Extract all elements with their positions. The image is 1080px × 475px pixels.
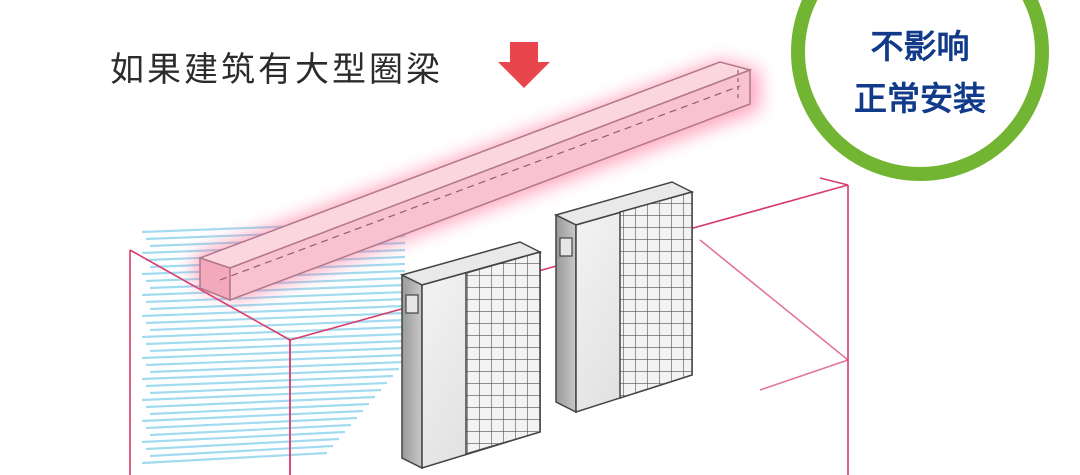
- airflow-line: [149, 381, 388, 395]
- badge-line-2: 正常安装: [854, 79, 986, 118]
- airflow-line: [141, 409, 364, 423]
- airflow-line: [141, 304, 406, 318]
- airflow-line: [149, 444, 334, 458]
- outdoor-unit-2: [553, 181, 695, 414]
- caption-text: 如果建筑有大型圈梁: [110, 50, 443, 90]
- airflow-line: [145, 353, 406, 367]
- badge: 不影响 正常安装: [791, 0, 1049, 181]
- airflow-line: [141, 325, 406, 339]
- airflow-line: [149, 402, 370, 416]
- airflow-lines: [141, 220, 406, 465]
- airflow-line: [145, 290, 406, 304]
- down-arrow-icon: [498, 42, 550, 88]
- airflow-line: [145, 416, 358, 430]
- airflow-line: [141, 346, 406, 360]
- airflow-line: [149, 318, 406, 332]
- airflow-line: [149, 339, 406, 353]
- airflow-line: [145, 311, 406, 325]
- outdoor-unit-1: [399, 241, 543, 470]
- airflow-line: [149, 423, 352, 437]
- ring-beam: [197, 61, 753, 302]
- airflow-line: [141, 283, 406, 297]
- airflow-line: [141, 430, 346, 444]
- airflow-line: [141, 388, 382, 402]
- badge-line-1: 不影响: [871, 27, 970, 66]
- airflow-line: [145, 332, 406, 346]
- airflow-line: [145, 437, 340, 451]
- airflow-line: [145, 395, 376, 409]
- airflow-line: [141, 367, 400, 381]
- airflow-line: [149, 360, 406, 374]
- airflow-line: [149, 297, 406, 311]
- airflow-line: [145, 374, 394, 388]
- airflow-line: [141, 451, 328, 465]
